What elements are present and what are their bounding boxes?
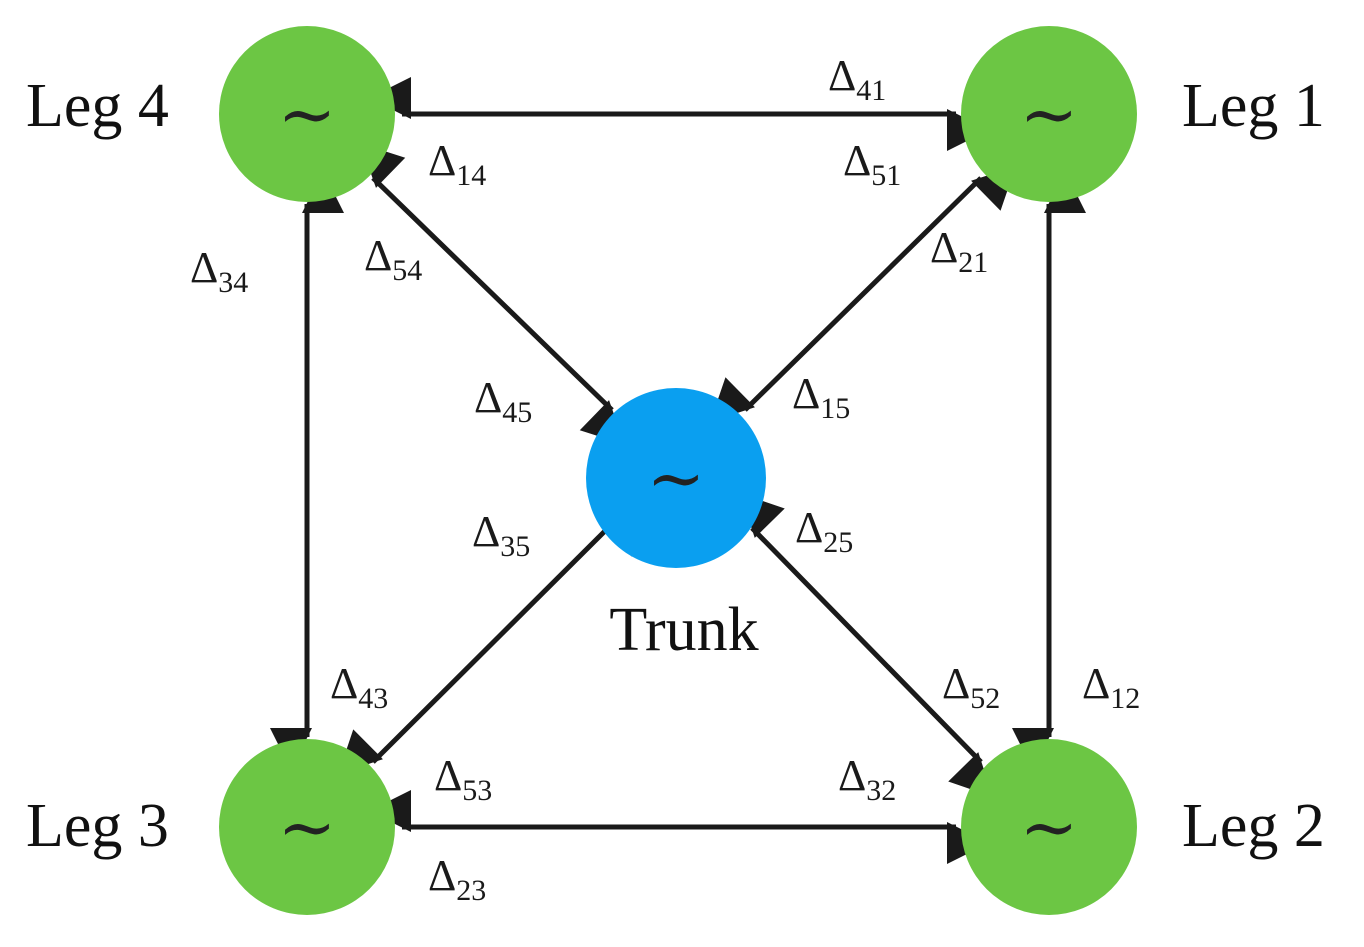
node-leg3: ~ [219, 739, 395, 915]
delta-32-label: Δ32 [838, 751, 896, 807]
delta-23-label: Δ23 [428, 851, 486, 907]
delta-53-label: Δ53 [434, 751, 492, 807]
leg4-circle [219, 26, 395, 202]
node-trunk: ~ [586, 388, 766, 568]
delta-35-label: Δ35 [472, 507, 530, 563]
node-leg4: ~ [219, 26, 395, 202]
delta-34-label: Δ34 [190, 243, 248, 299]
leg2-circle [961, 739, 1137, 915]
edge-leg4-trunk [360, 143, 625, 445]
delta-14-label: Δ14 [428, 136, 486, 192]
edge-leg1-trunk [710, 166, 1016, 422]
delta-41-label: Δ41 [828, 51, 886, 107]
delta-21-label: Δ21 [930, 223, 988, 279]
leg4-label: Leg 4 [26, 72, 169, 140]
node-leg1: ~ [961, 26, 1137, 202]
leg2-label: Leg 2 [1182, 792, 1325, 860]
leg1-label: Leg 1 [1182, 72, 1325, 140]
delta-12-label: Δ12 [1082, 659, 1140, 715]
trunk-circle [586, 388, 766, 568]
delta-43-label: Δ43 [330, 659, 388, 715]
node-leg2: ~ [961, 739, 1137, 915]
delta-51-label: Δ51 [843, 136, 901, 192]
edges [270, 77, 1086, 864]
leg2-oscillator-symbol: ~ [1020, 786, 1079, 868]
leg3-circle [219, 739, 395, 915]
leg3-oscillator-symbol: ~ [278, 786, 337, 868]
trunk-oscillator-symbol: ~ [647, 437, 706, 519]
leg1-circle [961, 26, 1137, 202]
delta-54-label: Δ54 [364, 231, 422, 287]
delta-52-label: Δ52 [942, 659, 1000, 715]
delta-45-label: Δ45 [474, 373, 532, 429]
leg1-oscillator-symbol: ~ [1020, 73, 1079, 155]
trunk-label: Trunk [609, 596, 758, 664]
delta-15-label: Δ15 [792, 369, 850, 425]
delta-25-label: Δ25 [795, 503, 853, 559]
leg4-oscillator-symbol: ~ [278, 73, 337, 155]
leg3-label: Leg 3 [26, 792, 169, 860]
edge-leg3-trunk [338, 512, 647, 774]
edge-leg2-trunk [740, 493, 993, 797]
